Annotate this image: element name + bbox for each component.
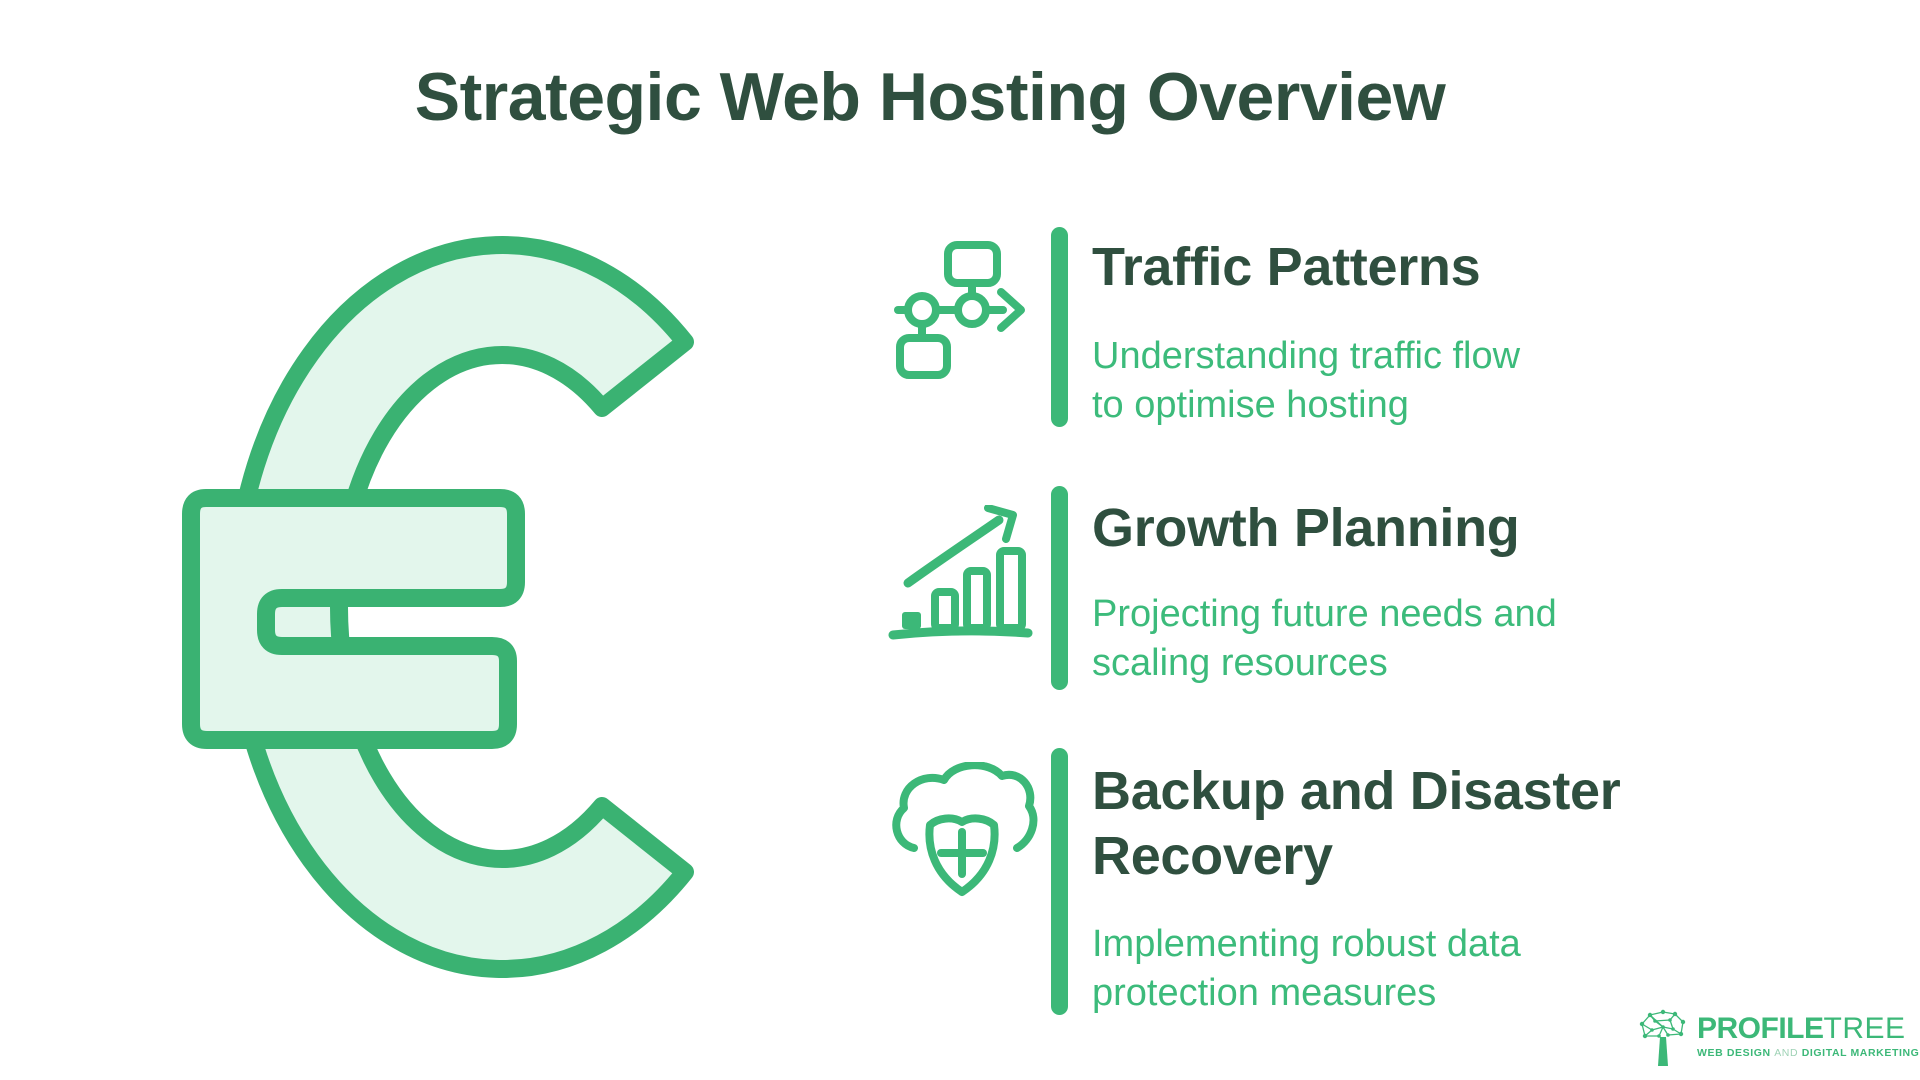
section-divider-bar-1 bbox=[1051, 227, 1068, 427]
section-title-traffic-patterns: Traffic Patterns bbox=[1092, 237, 1481, 297]
flowchart-traffic-icon bbox=[894, 241, 1025, 379]
section-desc-backup-recovery: Implementing robust data protection meas… bbox=[1092, 923, 1521, 1014]
page-title: Strategic Web Hosting Overview bbox=[414, 58, 1446, 135]
section-divider-bar-3 bbox=[1051, 748, 1068, 1015]
cloud-shield-icon bbox=[892, 762, 1038, 896]
section-title-growth-planning: Growth Planning bbox=[1092, 498, 1520, 558]
section-desc-growth-planning: Projecting future needs and scaling reso… bbox=[1092, 593, 1557, 684]
section-desc-traffic-patterns: Understanding traffic flow to optimise h… bbox=[1092, 335, 1521, 426]
profiletree-tagline: WEB DESIGN AND DIGITAL MARKETING bbox=[1697, 1047, 1920, 1059]
profiletree-brand-name: PROFILETREE bbox=[1697, 1012, 1906, 1045]
profiletree-logo: PROFILETREE WEB DESIGN AND DIGITAL MARKE… bbox=[1637, 1008, 1920, 1078]
growth-chart-icon bbox=[888, 505, 1033, 640]
section-divider-bar-2 bbox=[1051, 486, 1068, 690]
profiletree-logo-tree-icon bbox=[1639, 1009, 1686, 1066]
euro-c-arc bbox=[225, 236, 694, 978]
euro-bars bbox=[182, 489, 525, 749]
euro-symbol-illustration bbox=[182, 236, 694, 978]
profiletree-logo-text: PROFILETREE WEB DESIGN AND DIGITAL MARKE… bbox=[1697, 1012, 1920, 1060]
section-title-backup-recovery: Backup and Disaster Recovery bbox=[1092, 761, 1621, 886]
